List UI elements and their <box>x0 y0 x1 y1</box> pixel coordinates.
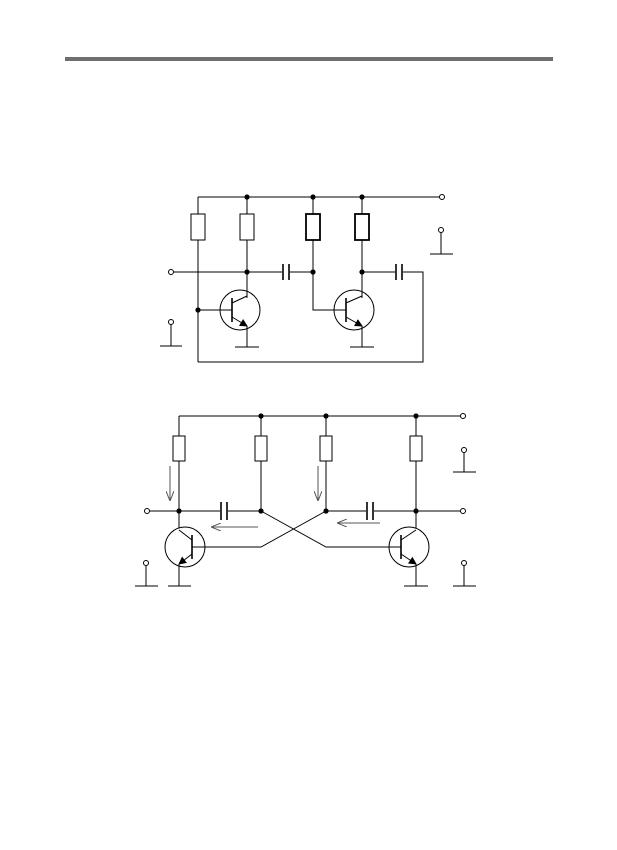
input-terminal <box>168 269 174 275</box>
header-rule <box>65 57 553 61</box>
feedback-wire <box>198 271 424 363</box>
resistor-r4 <box>354 213 370 241</box>
resistor-r1 <box>190 213 206 241</box>
resistor-r3 <box>305 213 321 241</box>
resistor-r8 <box>409 435 423 462</box>
resistor-r5 <box>172 435 186 462</box>
supply-terminal <box>439 194 445 200</box>
resistor-r7 <box>319 435 333 462</box>
transistor-t4 <box>388 526 430 568</box>
resistor-r2 <box>239 213 255 241</box>
cross-wire-a <box>260 510 390 548</box>
cross-wire-b <box>205 510 327 548</box>
figure-2-circuit <box>135 413 476 587</box>
resistor-r6 <box>254 435 268 462</box>
figure-1-circuit <box>160 194 453 363</box>
